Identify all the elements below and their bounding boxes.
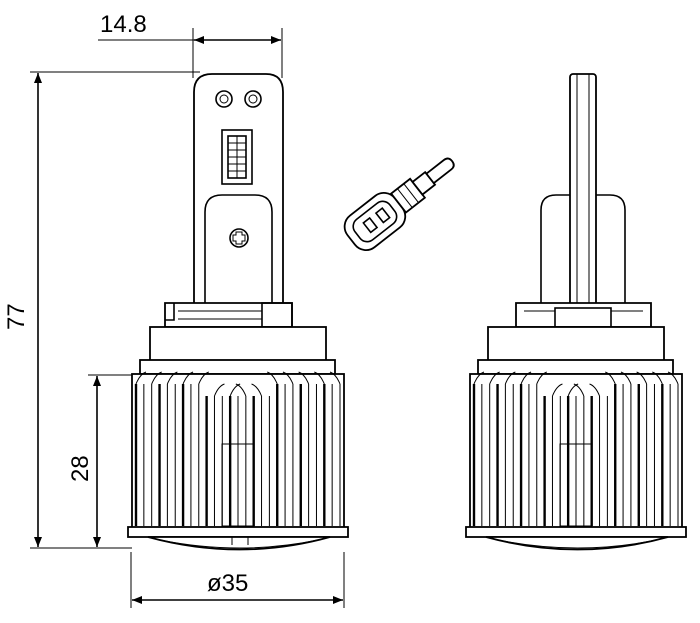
heatsink-fin-curl (605, 371, 616, 385)
heatsink-fin-curl (551, 383, 563, 397)
heatsink-fin-curl (166, 371, 178, 385)
heatsink-fin-curl (620, 371, 632, 385)
heatsink-fin-curl (473, 371, 485, 385)
heatsink-center-window (221, 443, 255, 527)
width-dimension: 14.8 (98, 11, 283, 78)
height-dimension: 77 (3, 71, 200, 549)
diameter-label: ø35 (207, 570, 248, 597)
width-dimension-label: 14.8 (100, 11, 147, 38)
heatsink-center-window (559, 443, 593, 527)
heatsink-fin-curl (536, 371, 547, 385)
heatsink-fin-curl (667, 371, 679, 385)
heatsink-fin-curl (267, 371, 278, 385)
heatsink-fin-curl (213, 383, 225, 397)
heatsink-fin-curl (229, 383, 241, 397)
heatsink-fin-curl (182, 371, 194, 385)
bulb-side-view (465, 73, 687, 551)
heatsink-fin-curl (135, 371, 147, 385)
heatsink-fin-curl (504, 371, 516, 385)
heatsink-fin-curl (151, 371, 162, 385)
heatsink-fin-curl (489, 371, 500, 385)
front-heatsink-fins (134, 371, 341, 527)
heatsink-fin-curl (298, 371, 310, 385)
heatsink-fin-curl (520, 371, 532, 385)
heatsink-fin-curl (282, 371, 294, 385)
height-dimension-label: 77 (3, 303, 30, 330)
heatsink-fin-curl (251, 383, 263, 397)
heatsink-fin-curl (567, 383, 579, 397)
heatsink-fin-curl (198, 371, 209, 385)
heatsink-height-dimension: 28 (67, 374, 135, 547)
heatsink-fin-curl (573, 383, 585, 397)
connector-plug (343, 157, 455, 251)
diameter-dimension: ø35 (130, 552, 345, 608)
heatsink-fin-curl (636, 371, 648, 385)
side-heatsink-fins (472, 371, 679, 527)
heatsink-fin-curl (314, 371, 325, 385)
heatsink-fin-curl (589, 383, 601, 397)
heatsink-fin-curl (329, 371, 341, 385)
heatsink-height-label: 28 (67, 455, 94, 482)
bulb-front-view (127, 73, 349, 551)
heatsink-fin-curl (235, 383, 247, 397)
heatsink-fin-curl (652, 371, 663, 385)
